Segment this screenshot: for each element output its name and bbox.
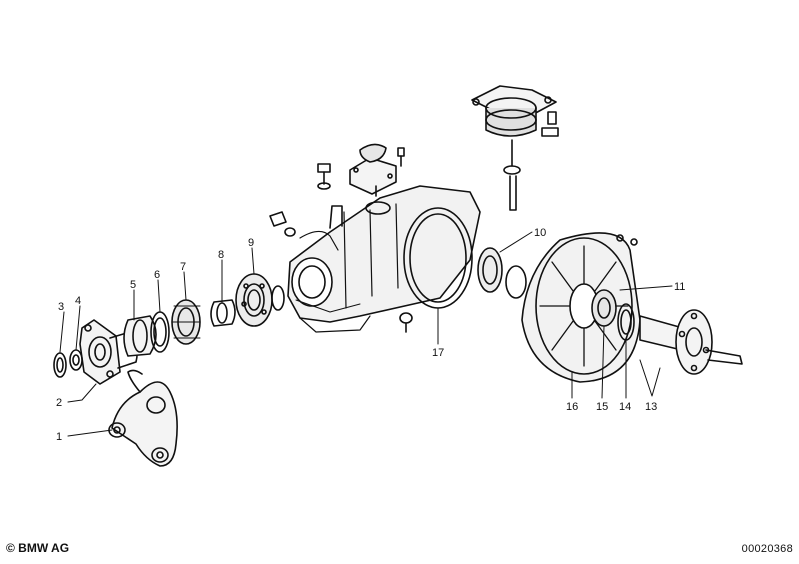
callout-4: 4 bbox=[75, 295, 81, 307]
differential-housing bbox=[287, 185, 481, 333]
callout-6: 6 bbox=[154, 269, 160, 281]
callout-1: 1 bbox=[56, 431, 62, 443]
callout-14: 14 bbox=[619, 401, 631, 413]
part-8-collar bbox=[210, 299, 236, 327]
callout-3: 3 bbox=[58, 301, 64, 313]
part-6-ring bbox=[150, 311, 170, 353]
o-ring-small bbox=[271, 285, 285, 311]
callout-17: 17 bbox=[432, 347, 444, 359]
part-15-bearing bbox=[591, 289, 617, 327]
cover-plate bbox=[349, 143, 397, 197]
part-7-tapered-bearing bbox=[171, 299, 201, 345]
callout-11: 11 bbox=[674, 281, 685, 293]
part-2-flange bbox=[79, 319, 138, 385]
callout-2: 2 bbox=[56, 397, 62, 409]
part-4-nut bbox=[69, 349, 83, 371]
callout-15: 15 bbox=[596, 401, 608, 413]
callout-labels: 1 2 3 4 5 6 7 8 9 10 11 13 14 15 16 17 bbox=[56, 227, 685, 443]
copyright-label: © BMW AG bbox=[6, 541, 70, 555]
part-5-spacer bbox=[123, 315, 157, 357]
callout-5: 5 bbox=[130, 279, 136, 291]
callout-8: 8 bbox=[218, 249, 224, 261]
drawing-number: 00020368 bbox=[741, 543, 793, 555]
leader-lines bbox=[59, 231, 673, 437]
callout-9: 9 bbox=[248, 237, 254, 249]
callout-10: 10 bbox=[534, 227, 546, 239]
callout-7: 7 bbox=[180, 261, 186, 273]
part-10-seal bbox=[477, 247, 527, 299]
callout-13: 13 bbox=[645, 401, 657, 413]
part-13-output-shaft bbox=[639, 309, 743, 375]
part-1-mounting-bracket bbox=[108, 369, 178, 467]
drain-plug bbox=[269, 211, 413, 333]
part-9-bearing bbox=[235, 273, 273, 327]
callout-16: 16 bbox=[566, 401, 578, 413]
part-3-seal-ring bbox=[53, 352, 67, 378]
rubber-mount bbox=[471, 85, 559, 211]
part-16-side-cover bbox=[521, 232, 641, 383]
top-bolts bbox=[317, 147, 405, 190]
